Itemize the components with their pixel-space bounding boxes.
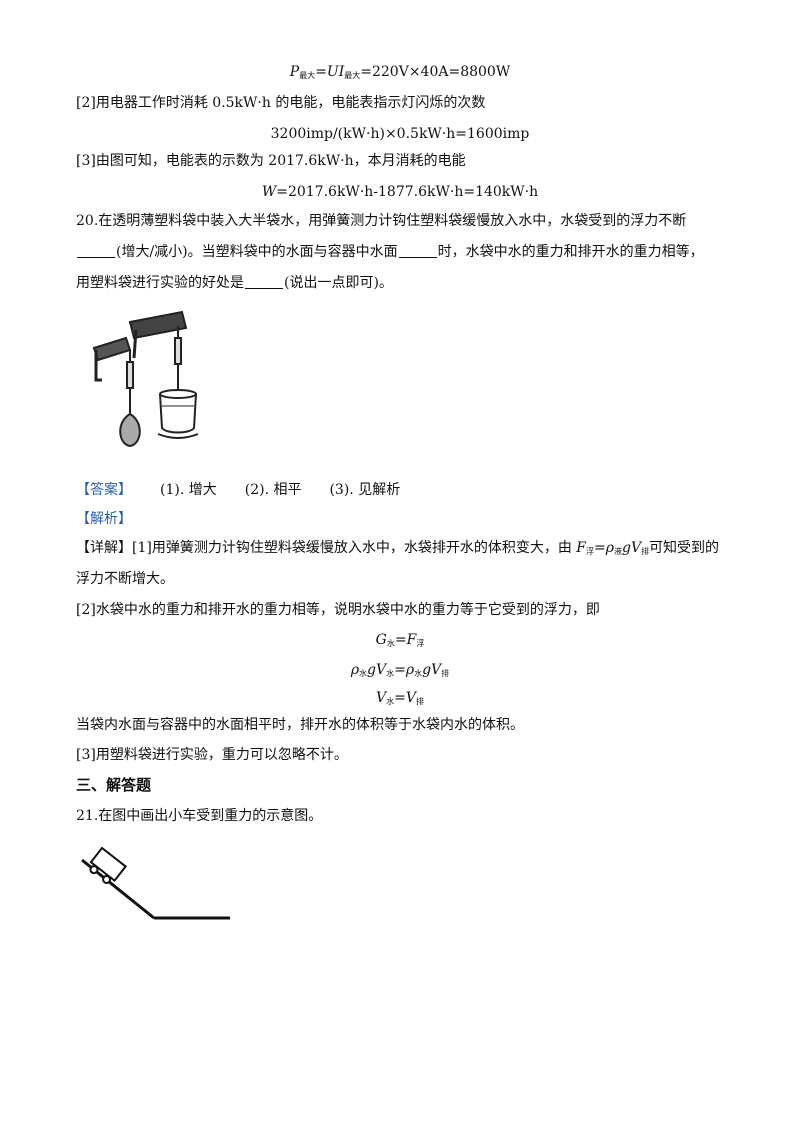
answer-tag: 【答案】 bbox=[76, 482, 132, 498]
equation-a: G水=F浮 bbox=[375, 632, 425, 648]
q20-line3: 用塑料袋进行实验的好处是(说出一点即可)。 bbox=[76, 274, 393, 291]
p-max-formula: P最大=UI最大=220V×40A=8800W bbox=[289, 64, 511, 80]
detail-1-cont: 浮力不断增大。 bbox=[76, 571, 174, 587]
q21-text: 21.在图中画出小车受到重力的示意图。 bbox=[76, 808, 323, 824]
q20-line1: 20.在透明薄塑料袋中装入大半袋水，用弹簧测力计钩住塑料袋缓慢放入水中，水袋受到… bbox=[76, 213, 687, 229]
equation-b: ρ水gV水=ρ水gV排 bbox=[350, 662, 450, 678]
detail-3: [3]用塑料袋进行实验，重力可以忽略不计。 bbox=[76, 747, 348, 763]
section-heading: 三、解答题 bbox=[76, 776, 152, 794]
step3-text: [3]由图可知，电能表的示数为 2017.6kW·h，本月消耗的电能 bbox=[76, 153, 466, 169]
analysis-tag: 【解析】 bbox=[76, 511, 132, 527]
q20-answer: 【答案】 (1). 增大 (2). 相平 (3). 见解析 bbox=[76, 480, 400, 500]
detail-1: 【详解】[1]用弹簧测力计钩住塑料袋缓慢放入水中，水袋排开水的体积变大，由 F浮… bbox=[76, 540, 720, 556]
step3-formula: W=2017.6kW·h-1877.6kW·h=140kW·h bbox=[261, 184, 539, 200]
spring-scale-figure bbox=[92, 310, 199, 448]
answer-blank-2 bbox=[398, 243, 437, 258]
detail-2: [2]水袋中水的重力和排开水的重力相等，说明水袋中水的重力等于它受到的浮力，即 bbox=[76, 602, 600, 618]
step2-formula: 3200imp/(kW·h)×0.5kW·h=1600imp bbox=[270, 126, 530, 142]
answer-blank-1 bbox=[77, 243, 115, 258]
answer-1: (1). 增大 bbox=[160, 482, 217, 498]
q20-line2: (增大/减小)。当塑料袋中的水面与容器中水面时，水袋中水的重力和排开水的重力相等… bbox=[76, 242, 704, 262]
equation-c: V水=V排 bbox=[376, 690, 424, 706]
step2-text: [2]用电器工作时消耗 0.5kW·h 的电能，电能表指示灯闪烁的次数 bbox=[76, 95, 486, 111]
answer-blank-3 bbox=[245, 274, 283, 289]
detail-2-cont: 当袋内水面与容器中的水面相平时，排开水的体积等于水袋内水的体积。 bbox=[76, 717, 524, 733]
incline-cart-figure bbox=[81, 846, 230, 920]
answer-3: (3). 见解析 bbox=[329, 482, 401, 498]
answer-2: (2). 相平 bbox=[244, 482, 302, 498]
